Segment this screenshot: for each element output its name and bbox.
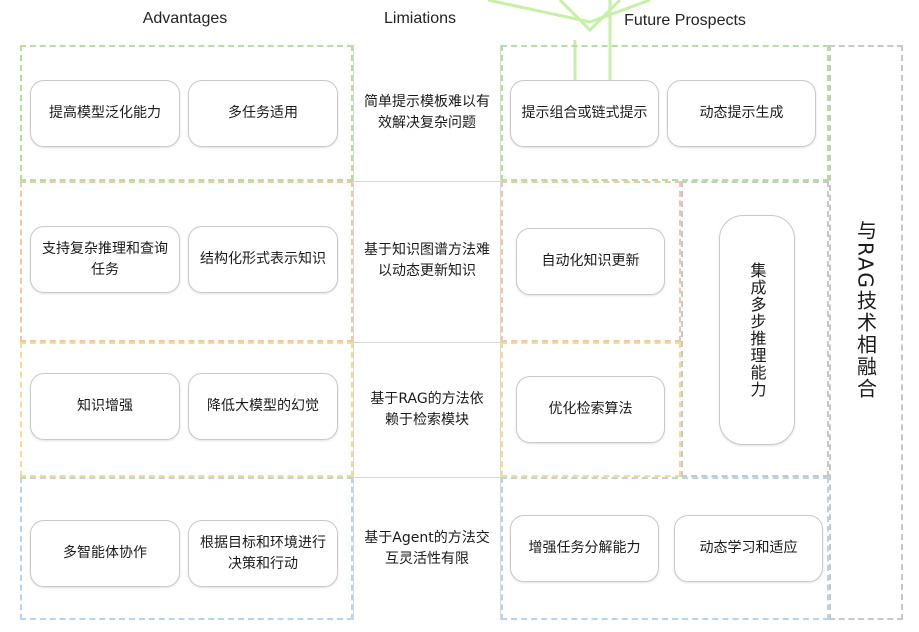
- header-advantages: Advantages: [142, 10, 228, 27]
- limitations-column: [353, 45, 501, 620]
- future-card-auto-update: 自动化知识更新: [516, 228, 665, 295]
- future-card-prompt-chaining: 提示组合或链式提示: [510, 80, 659, 147]
- future-card-dynamic-learning: 动态学习和适应: [674, 515, 823, 582]
- future-band-2: [501, 181, 681, 342]
- limitation-kg: 基于知识图谱方法难以动态更新知识: [364, 242, 490, 279]
- adv-card-multitask: 多任务适用: [188, 80, 338, 147]
- lim-divider-2: [353, 342, 501, 343]
- rag-fusion-label-wrap: 与RAG技术相融合: [829, 200, 903, 420]
- header-future-prospects: Future Prospects: [624, 12, 746, 29]
- limitation-prompt: 简单提示模板难以有效解决复杂问题: [364, 93, 490, 131]
- adv-card-generalization: 提高模型泛化能力: [30, 80, 180, 147]
- adv-card-goal-decision: 根据目标和环境进行决策和行动: [188, 520, 338, 587]
- lim-divider-1: [353, 181, 501, 182]
- future-band-4: [501, 477, 829, 620]
- limitation-agent: 基于Agent的方法交互灵活性有限: [364, 530, 490, 567]
- future-band-1: [501, 45, 829, 181]
- adv-card-knowledge-enhance: 知识增强: [30, 373, 180, 440]
- adv-card-complex-reasoning: 支持复杂推理和查询任务: [30, 226, 180, 293]
- shared-future-band: [681, 181, 829, 477]
- rag-fusion-label: 与RAG技术相融合: [853, 220, 878, 400]
- row-band-1: [20, 45, 353, 181]
- limitation-rag: 基于RAG的方法依赖于检索模块: [370, 391, 484, 428]
- rag-fusion-box: [829, 45, 903, 620]
- adv-card-multi-agent: 多智能体协作: [30, 520, 180, 587]
- row-band-3: [20, 342, 353, 477]
- lim-divider-3: [353, 477, 501, 478]
- future-band-3: [501, 342, 681, 477]
- header-limitations: Limiations: [383, 10, 457, 27]
- future-card-retrieval-opt: 优化检索算法: [516, 376, 665, 443]
- row-band-2: [20, 181, 353, 342]
- future-card-multistep-reasoning: 集成多步推理能力: [719, 215, 795, 445]
- multistep-reasoning-label: 集成多步推理能力: [747, 262, 767, 398]
- future-card-dynamic-prompt: 动态提示生成: [667, 80, 816, 147]
- future-card-task-decomposition: 增强任务分解能力: [510, 515, 659, 582]
- adv-card-structured-knowledge: 结构化形式表示知识: [188, 226, 338, 293]
- row-band-4: [20, 477, 353, 620]
- adv-card-reduce-hallucination: 降低大模型的幻觉: [188, 373, 338, 440]
